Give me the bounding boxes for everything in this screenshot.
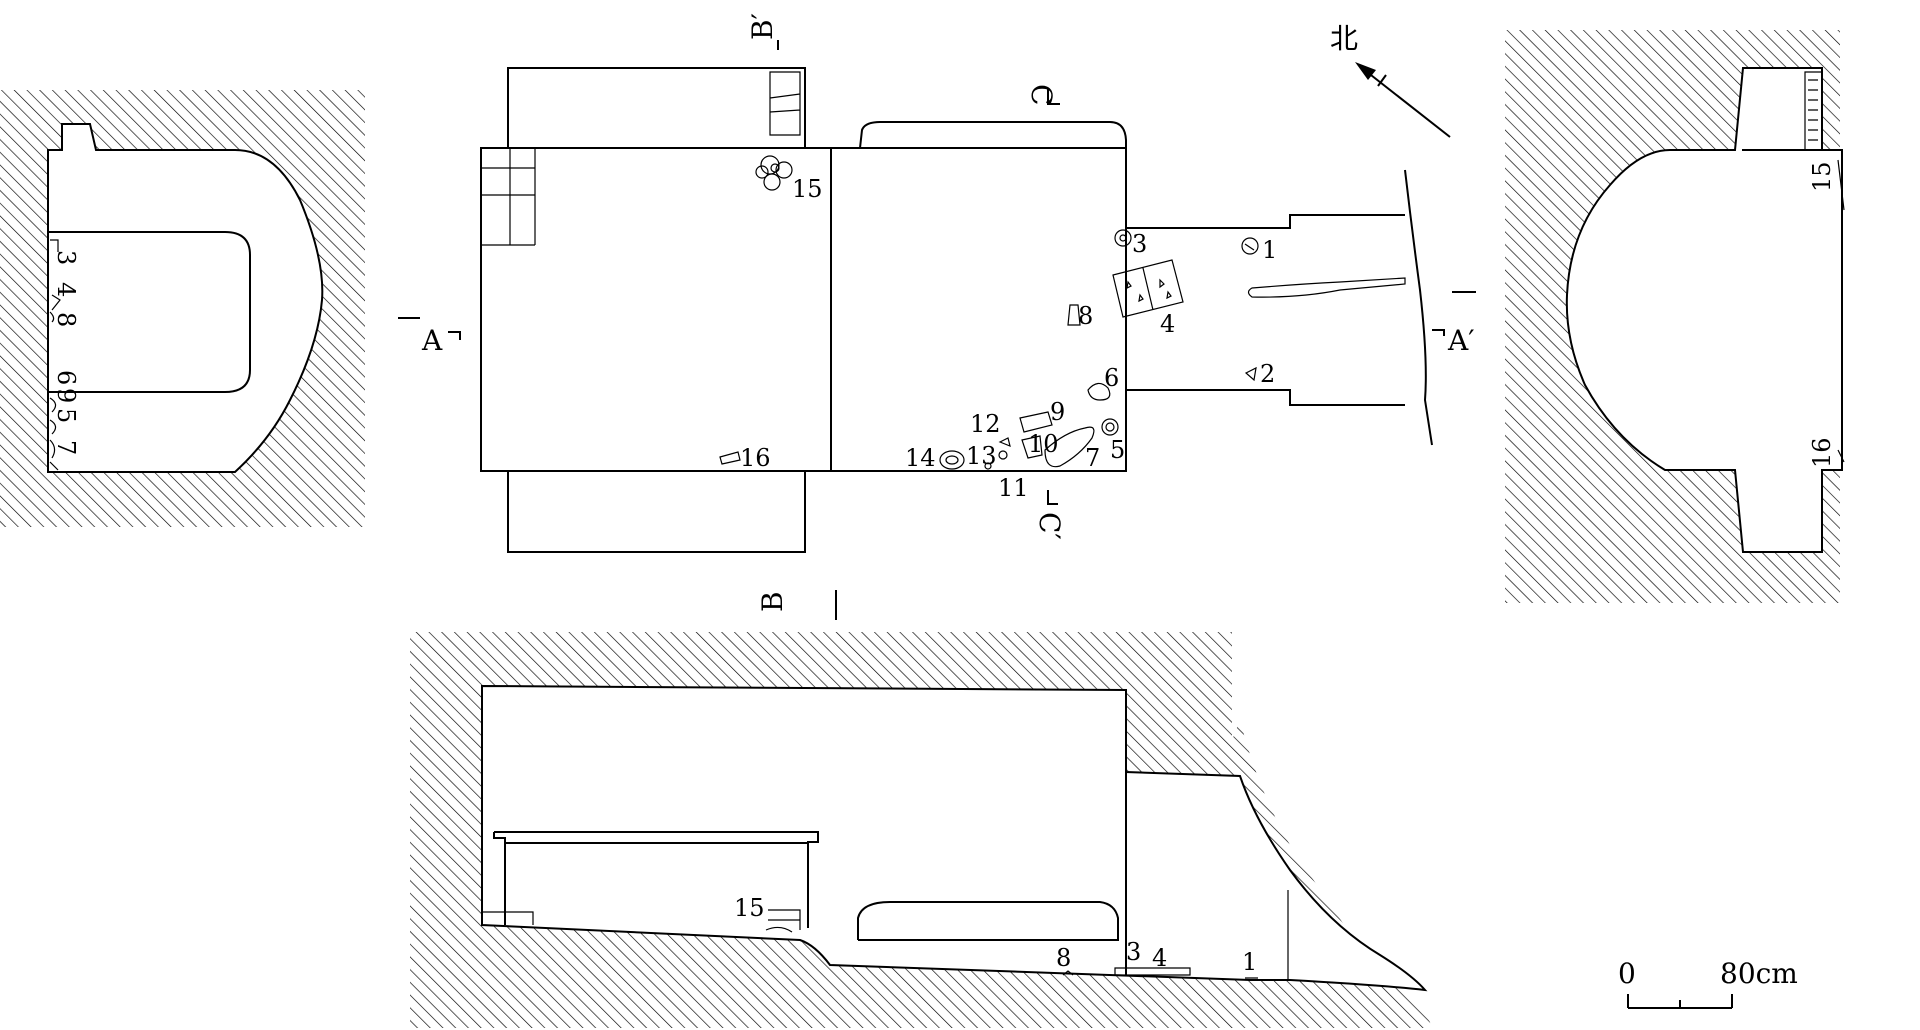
plan-object-14 (939, 450, 965, 470)
section-label-b-prime: B′ (746, 13, 779, 40)
left-section-label-8: 8 (52, 312, 80, 327)
right-section-objects (1837, 159, 1845, 463)
plan-object-1 (1241, 237, 1259, 255)
plan-object-8 (1067, 304, 1081, 326)
plan-corridor-edge (1404, 169, 1433, 446)
left-section-label-3: 3 (52, 250, 80, 265)
left-cross-section: 3 4 8 6 9 5 7 (0, 90, 365, 527)
section-marker-a-left (398, 317, 461, 340)
plan-corridor (1126, 214, 1405, 406)
long-section-object-15 (765, 926, 793, 933)
plan-object-5 (1101, 418, 1119, 436)
section-label-b: B (756, 591, 789, 612)
left-section-label-9: 9 (52, 388, 80, 403)
long-section-label-4: 4 (1152, 944, 1167, 972)
plan-label-12: 12 (970, 410, 1001, 438)
left-section-label-7: 7 (52, 440, 80, 455)
left-section-inner (48, 231, 251, 393)
long-section-niche (857, 901, 1119, 941)
plan-object-13 (984, 462, 992, 470)
plan-niche-top-block (769, 71, 801, 136)
long-section-label-15: 15 (734, 894, 765, 922)
plan-label-10: 10 (1028, 430, 1059, 458)
left-section-label-6: 6 (52, 370, 80, 385)
plan-view: 1 2 3 4 5 6 7 8 9 10 11 12 13 14 15 16 A… (398, 13, 1476, 620)
plan-object-6 (1087, 382, 1111, 401)
plan-object-9 (1019, 411, 1053, 433)
plan-object-15 (755, 155, 793, 191)
plan-niche-bottom (507, 471, 806, 553)
right-section-chamber (1565, 67, 1843, 553)
section-label-c: C (1025, 84, 1058, 105)
plan-drain (1247, 277, 1406, 298)
plan-label-4: 4 (1160, 310, 1175, 338)
plan-brick-grid (481, 148, 536, 246)
plan-label-3: 3 (1132, 230, 1147, 258)
plan-label-5: 5 (1110, 436, 1125, 464)
long-section-label-1: 1 (1242, 948, 1257, 976)
plan-label-2: 2 (1260, 360, 1275, 388)
plan-object-7 (1044, 426, 1095, 468)
section-label-a: A (421, 324, 443, 357)
plan-object-3 (1114, 229, 1132, 247)
plan-main-chamber (480, 147, 1127, 472)
right-section-label-15: 15 (1808, 161, 1836, 192)
plan-object-4 (1112, 259, 1184, 318)
plan-object-2 (1244, 366, 1257, 382)
north-label: 北 (1330, 22, 1358, 55)
plan-object-12 (998, 437, 1011, 447)
scale-zero: 0 (1618, 957, 1636, 990)
plan-label-16: 16 (740, 444, 771, 472)
north-arrow: 北 (1330, 22, 1451, 138)
long-section-label-3: 3 (1126, 938, 1141, 966)
left-section-chamber (47, 123, 324, 473)
long-section-shelf (493, 831, 819, 928)
right-cross-section: 15 16 (1505, 30, 1845, 603)
long-section-label-8: 8 (1056, 944, 1071, 972)
plan-label-1: 1 (1262, 236, 1277, 264)
scale-bar: 0 80cm (1618, 957, 1798, 1009)
plan-niche-top (507, 67, 806, 148)
section-marker-c-top (1047, 88, 1060, 105)
left-section-objects (49, 239, 61, 471)
section-label-c-prime: C′ (1033, 512, 1066, 540)
left-section-label-5: 5 (52, 408, 80, 423)
plan-label-6: 6 (1104, 364, 1119, 392)
right-section-label-16: 16 (1808, 437, 1836, 468)
scale-max: 80cm (1720, 957, 1798, 990)
left-section-label-4: 4 (52, 282, 80, 297)
plan-label-13: 13 (966, 442, 997, 470)
long-section-chamber (481, 684, 1428, 992)
plan-label-14: 14 (905, 444, 936, 472)
long-section: 15 8 3 4 1 (410, 632, 1432, 1028)
plan-label-9: 9 (1050, 398, 1065, 426)
plan-object-11 (998, 450, 1008, 460)
section-label-a-prime: A′ (1447, 324, 1475, 357)
long-section-objects (1062, 967, 1258, 979)
plan-object-10 (1021, 435, 1043, 459)
plan-object-16 (719, 451, 741, 465)
plan-label-15: 15 (792, 175, 823, 203)
section-marker-c-bottom (1047, 490, 1058, 505)
plan-label-7: 7 (1085, 444, 1100, 472)
section-marker-a-right (1432, 291, 1476, 336)
plan-label-11: 11 (998, 474, 1029, 502)
long-section-brick (482, 909, 801, 930)
plan-label-8: 8 (1078, 302, 1093, 330)
plan-niche-c (859, 121, 1127, 149)
